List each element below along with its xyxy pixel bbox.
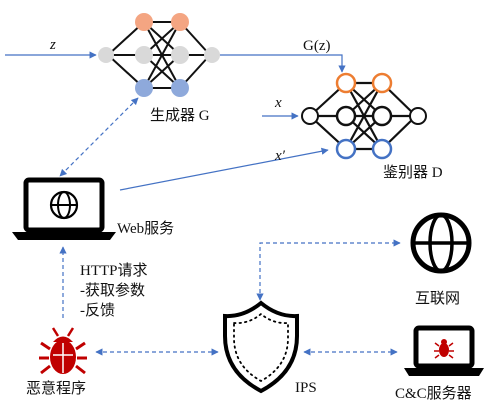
gen-node-h1-mid: [135, 46, 153, 64]
x-label: x: [274, 95, 282, 111]
gen-node-h2-bot: [171, 79, 189, 97]
gen-node-in: [98, 47, 114, 63]
http-request-label: HTTP请求: [80, 262, 148, 279]
ips-label: IPS: [295, 380, 317, 396]
web-service-label: Web服务: [117, 220, 174, 237]
discriminator-edges: [309, 81, 417, 151]
shield-icon: [223, 300, 299, 394]
connectors: [5, 51, 401, 356]
cnc-server-label: C&C服务器: [395, 385, 472, 402]
disc-node-h1-top: [335, 72, 357, 94]
laptop-bug-icon: [404, 325, 484, 376]
discriminator-label: 鉴别器 D: [383, 164, 443, 181]
generator-network: [98, 13, 220, 97]
disc-node-h1-mid: [335, 105, 357, 127]
ips-internet-dashed-arrow: [256, 239, 401, 301]
disc-node-h1-bot: [335, 138, 357, 160]
discriminator-network: [301, 72, 427, 160]
gen-node-h2-mid: [171, 46, 189, 64]
feedback-label: -反馈: [80, 302, 115, 319]
gen-node-h1-bot: [135, 79, 153, 97]
generator-edges: [107, 21, 211, 89]
disc-node-out: [409, 107, 427, 125]
disc-node-h2-bot: [371, 138, 393, 160]
gen-node-h1-top: [135, 13, 153, 31]
generator-label: 生成器 G: [150, 107, 210, 124]
disc-node-in: [301, 107, 319, 125]
generator-web-dashed-arrow: [59, 97, 139, 177]
gen-node-out: [204, 47, 220, 63]
gen-node-h2-top: [171, 13, 189, 31]
get-params-label: -获取参数: [80, 282, 145, 299]
laptop-globe-icon: [12, 177, 116, 240]
internet-label: 互联网: [415, 290, 460, 307]
disc-node-h2-top: [371, 72, 393, 94]
generator-to-discriminator-arrow: [210, 54, 346, 73]
generator-output-label: G(z): [303, 38, 330, 54]
web-to-discriminator-arrow: [119, 147, 329, 191]
small-bug-icon: [434, 339, 454, 359]
x-prime-label: x′: [274, 148, 286, 164]
globe-icon: [410, 212, 472, 274]
malware-label: 恶意程序: [26, 379, 86, 397]
disc-node-h2-mid: [371, 105, 393, 127]
bug-icon: [39, 327, 87, 375]
z-label: z: [49, 37, 56, 53]
